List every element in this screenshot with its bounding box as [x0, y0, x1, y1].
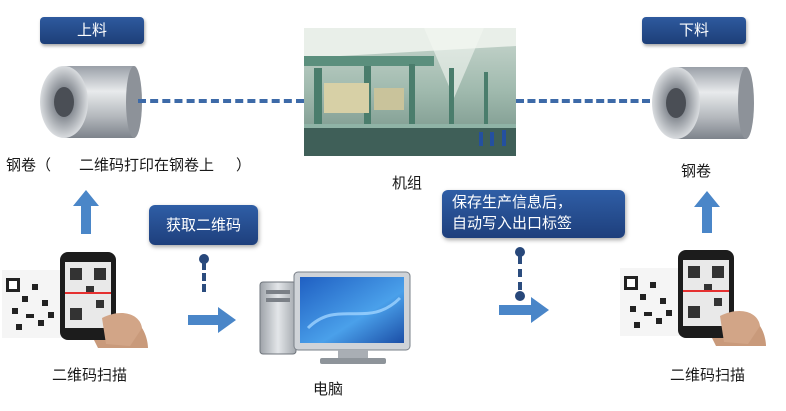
unit-to-coil-connector	[516, 99, 650, 103]
write-label-line2: 自动写入出口标签	[452, 214, 573, 232]
get-qr-callout: 获取二维码	[149, 205, 258, 245]
coil-right-label: 钢卷	[681, 162, 712, 180]
write-label-dot-top	[515, 247, 525, 257]
computer-illustration	[259, 271, 411, 364]
unload-tag: 下料	[642, 17, 746, 44]
computer-label: 电脑	[313, 380, 344, 398]
get-qr-connector	[202, 262, 206, 292]
coil-left-label: 钢卷（二维码打印在钢卷上）	[6, 156, 252, 174]
qr-scan-phone-right	[620, 250, 766, 346]
coil-to-unit-connector	[138, 99, 304, 103]
production-unit-photo	[304, 28, 516, 156]
write-label-connector	[518, 256, 522, 290]
scan-right-label: 二维码扫描	[670, 366, 746, 384]
get-qr-dot-top	[199, 254, 209, 264]
arrow-right-to-computer	[188, 307, 236, 333]
arrow-right-from-computer	[499, 297, 549, 323]
write-label-dot-bottom	[515, 291, 525, 301]
steel-coil-right	[652, 67, 754, 139]
write-label-line1: 保存生产信息后，	[452, 193, 573, 211]
unit-label: 机组	[392, 174, 423, 192]
load-tag: 上料	[40, 17, 144, 44]
arrow-up-left	[73, 190, 99, 234]
arrow-up-right	[694, 191, 720, 233]
scan-left-label: 二维码扫描	[52, 366, 128, 384]
steel-coil-left	[40, 66, 142, 138]
write-label-callout: 保存生产信息后， 自动写入出口标签	[442, 190, 625, 238]
qr-scan-phone-left	[2, 252, 148, 348]
